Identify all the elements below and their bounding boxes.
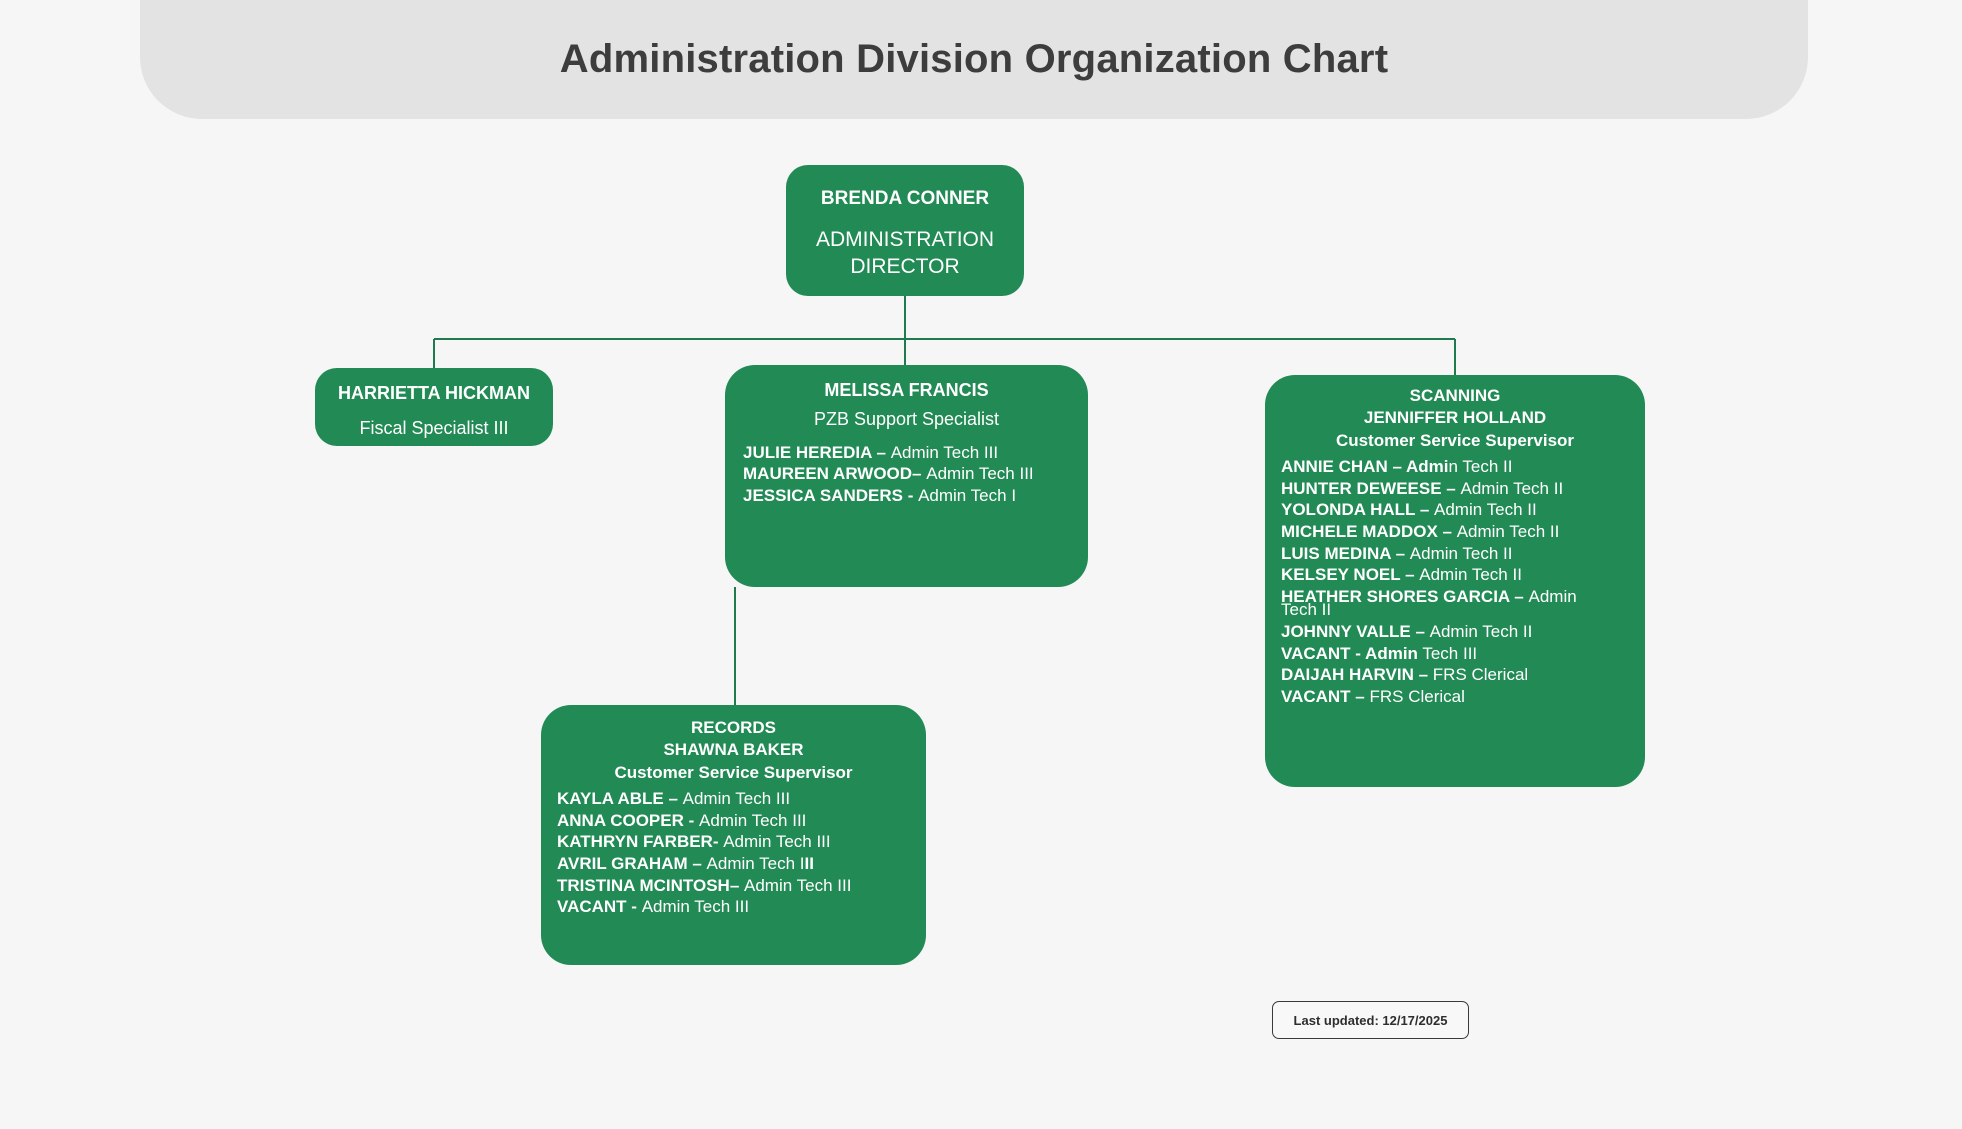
- roster-role: Admin Tech I: [918, 485, 1017, 505]
- roster-row: KAYLA ABLE – Admin Tech III: [557, 788, 910, 810]
- roster-role: Admin Tech II: [1429, 621, 1533, 641]
- node-records-unit[interactable]: RECORDS SHAWNA BAKER Customer Service Su…: [541, 705, 926, 965]
- roster-person: ANNIE CHAN –: [1281, 457, 1406, 477]
- page-title: Administration Division Organization Cha…: [559, 37, 1389, 81]
- roster-person: VACANT –: [1281, 686, 1370, 706]
- roster-person: ANNA COOPER -: [557, 810, 699, 830]
- roster-person: MAUREEN ARWOOD–: [743, 464, 927, 484]
- roster-role: Admin Tech III: [699, 810, 807, 830]
- roster-row: JESSICA SANDERS - Admin Tech I: [743, 485, 1070, 507]
- roster-person: JESSICA SANDERS -: [743, 485, 919, 505]
- roster-role-bold: Admin: [1365, 643, 1418, 663]
- node-fiscal-specialist[interactable]: HARRIETTA HICKMAN Fiscal Specialist III: [315, 368, 553, 446]
- roster-person: MICHELE MADDOX –: [1281, 522, 1457, 542]
- roster-person: KATHRYN FARBER-: [557, 832, 724, 852]
- roster-row: JOHNNY VALLE – Admin Tech II: [1281, 621, 1629, 643]
- roster-role: Admin Tech III: [744, 875, 852, 895]
- roster-role-bold-tail: II: [804, 854, 814, 874]
- roster-person: TRISTINA MCINTOSH–: [557, 875, 745, 895]
- roster-role: Admin Tech III: [723, 832, 831, 852]
- roster-row: YOLONDA HALL – Admin Tech II: [1281, 499, 1629, 521]
- roster-person: DAIJAH HARVIN –: [1281, 665, 1433, 685]
- roster-role-bold: Admi: [1406, 457, 1449, 477]
- roster-person: VACANT -: [557, 897, 642, 917]
- scanning-unit-label: SCANNING: [1409, 386, 1501, 405]
- roster-row: ANNIE CHAN – Admin Tech II: [1281, 456, 1629, 478]
- records-unit-label: RECORDS: [690, 718, 776, 737]
- roster-row: VACANT - Admin Tech III: [1281, 643, 1629, 665]
- roster-role: Admin Tech III: [890, 442, 999, 462]
- roster-role: Admin: [1528, 586, 1577, 606]
- node-scanning-unit[interactable]: SCANNING JENNIFFER HOLLAND Customer Serv…: [1265, 375, 1645, 787]
- scanning-supervisor-name: JENNIFFER HOLLAND: [1363, 408, 1547, 428]
- roster-row: MAUREEN ARWOOD– Admin Tech III: [743, 463, 1070, 485]
- root-person-title: ADMINISTRATION DIRECTOR: [815, 227, 995, 278]
- roster-role: FRS Clerical: [1432, 665, 1529, 685]
- header-band: Administration Division Organization Cha…: [140, 0, 1808, 119]
- root-person-name: BRENDA CONNER: [820, 188, 990, 209]
- roster-role: Admin Tech III: [682, 789, 791, 809]
- roster-role: Admin Tech II: [1419, 565, 1522, 585]
- fiscal-person-title: Fiscal Specialist III: [359, 418, 509, 439]
- roster-role-wrap: Tech II: [1281, 600, 1332, 620]
- last-updated-text: Last updated: 12/17/2025: [1293, 1012, 1448, 1028]
- roster-row: JULIE HEREDIA – Admin Tech III: [743, 442, 1070, 464]
- roster-role: Admin Tech II: [1434, 500, 1537, 520]
- roster-person: JULIE HEREDIA –: [743, 442, 891, 462]
- node-root-director[interactable]: BRENDA CONNER ADMINISTRATION DIRECTOR: [786, 165, 1024, 296]
- roster-role: Admin Tech II: [1456, 522, 1560, 542]
- fiscal-person-name: HARRIETTA HICKMAN: [338, 383, 530, 403]
- pzb-person-title: PZB Support Specialist: [813, 409, 1000, 430]
- roster-row: DAIJAH HARVIN – FRS Clerical: [1281, 664, 1629, 686]
- roster-person: VACANT -: [1281, 643, 1366, 663]
- roster-person: HEATHER SHORES GARCIA –: [1281, 586, 1529, 606]
- roster-row: HUNTER DEWEESE – Admin Tech II: [1281, 478, 1629, 500]
- roster-person: AVRIL GRAHAM –: [557, 854, 707, 874]
- roster-role: n Tech II: [1448, 457, 1513, 477]
- roster-row: LUIS MEDINA – Admin Tech II: [1281, 543, 1629, 565]
- roster-row: ANNA COOPER - Admin Tech III: [557, 810, 910, 832]
- pzb-person-name: MELISSA FRANCIS: [824, 380, 989, 400]
- roster-role: Admin Tech II: [1460, 478, 1564, 498]
- roster-person: KAYLA ABLE –: [557, 789, 683, 809]
- roster-role: Admin Tech III: [641, 897, 750, 917]
- roster-person: YOLONDA HALL –: [1281, 500, 1435, 520]
- last-updated-stamp: Last updated: 12/17/2025: [1272, 1001, 1469, 1039]
- roster-role: Tech III: [1417, 643, 1478, 663]
- scanning-supervisor-title: Customer Service Supervisor: [1335, 430, 1575, 450]
- roster-row: AVRIL GRAHAM – Admin Tech III: [557, 853, 910, 875]
- roster-row: KELSEY NOEL – Admin Tech II: [1281, 564, 1629, 586]
- roster-role: FRS Clerical: [1369, 686, 1465, 706]
- roster-person: HUNTER DEWEESE –: [1281, 478, 1461, 498]
- roster-person: JOHNNY VALLE –: [1281, 621, 1430, 641]
- roster-row: MICHELE MADDOX – Admin Tech II: [1281, 521, 1629, 543]
- roster-role: Admin Tech II: [1409, 543, 1513, 563]
- roster-person: LUIS MEDINA –: [1281, 543, 1410, 563]
- roster-role: Admin Tech I: [706, 854, 805, 874]
- roster-person: KELSEY NOEL –: [1281, 565, 1420, 585]
- node-pzb-support[interactable]: MELISSA FRANCIS PZB Support Specialist J…: [725, 365, 1088, 587]
- roster-row: VACANT - Admin Tech III: [557, 896, 910, 918]
- roster-row: VACANT – FRS Clerical: [1281, 686, 1629, 708]
- records-supervisor-name: SHAWNA BAKER: [663, 740, 804, 760]
- roster-row: KATHRYN FARBER- Admin Tech III: [557, 831, 910, 853]
- roster-row: TRISTINA MCINTOSH– Admin Tech III: [557, 875, 910, 897]
- records-supervisor-title: Customer Service Supervisor: [614, 762, 853, 782]
- roster-role: Admin Tech III: [926, 464, 1034, 484]
